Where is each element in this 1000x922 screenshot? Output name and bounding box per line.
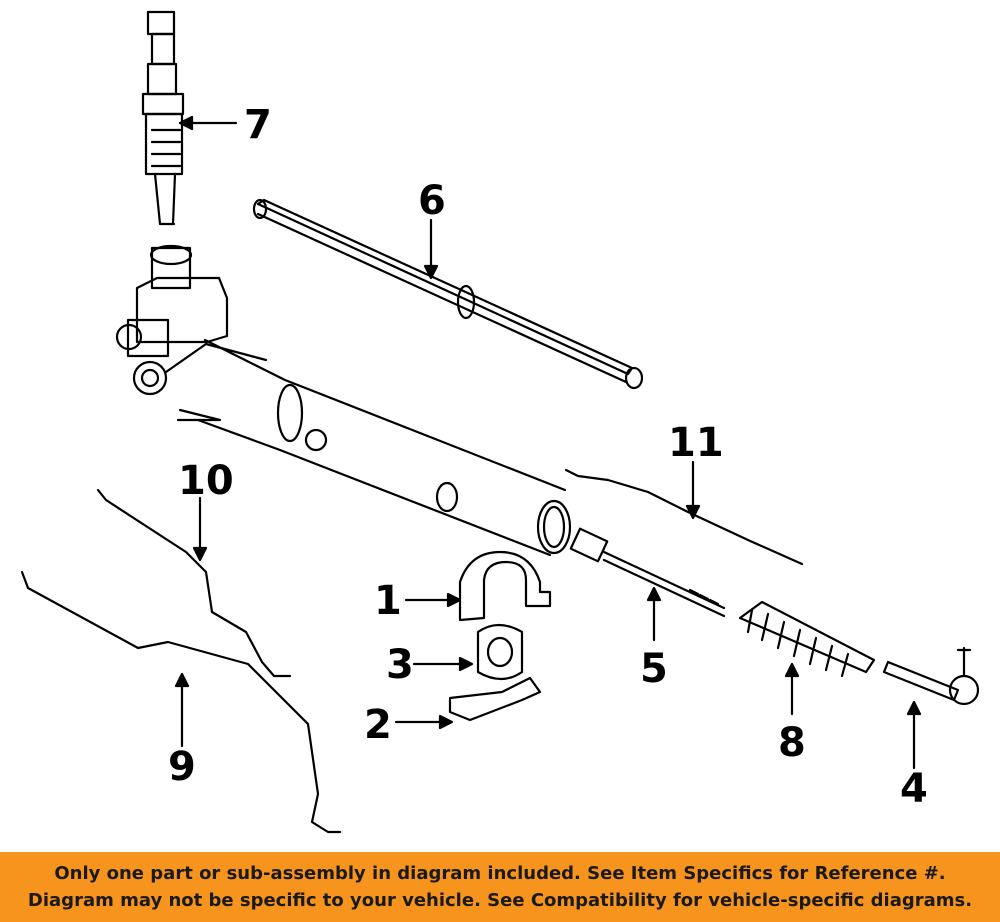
rack-part-6 — [252, 198, 644, 390]
mount-bracket-part-1 — [458, 550, 552, 622]
callout-2: 2 — [364, 702, 392, 748]
callout-11: 11 — [668, 420, 724, 466]
return-line-part-9 — [20, 570, 342, 834]
rack-boot-part-8 — [738, 600, 876, 678]
mount-clamp-part-2 — [448, 676, 542, 722]
pinion-valve-part-7 — [141, 10, 185, 226]
steering-rack-exploded-diagram: 7 6 11 10 1 3 2 5 8 4 9 — [20, 10, 980, 834]
steering-gear-housing — [115, 244, 572, 557]
callout-10: 10 — [178, 458, 234, 504]
breather-tube-part-11 — [564, 468, 804, 566]
inner-tie-rod-part-5 — [569, 527, 726, 618]
callout-8: 8 — [778, 720, 806, 766]
disclaimer-line-1: Only one part or sub-assembly in diagram… — [54, 863, 946, 884]
callout-9: 9 — [168, 744, 196, 790]
callout-5: 5 — [640, 646, 668, 692]
disclaimer-banner: Only one part or sub-assembly in diagram… — [0, 852, 1000, 922]
callout-1: 1 — [374, 578, 402, 624]
mount-bushing-part-3 — [476, 623, 524, 681]
disclaimer-line-2: Diagram may not be specific to your vehi… — [27, 890, 973, 911]
outer-tie-rod-end-part-4 — [882, 646, 980, 706]
callout-3: 3 — [386, 642, 414, 688]
callout-4: 4 — [900, 766, 928, 812]
pressure-line-part-10 — [96, 488, 292, 678]
callout-6: 6 — [418, 178, 446, 224]
callout-7: 7 — [244, 102, 272, 148]
